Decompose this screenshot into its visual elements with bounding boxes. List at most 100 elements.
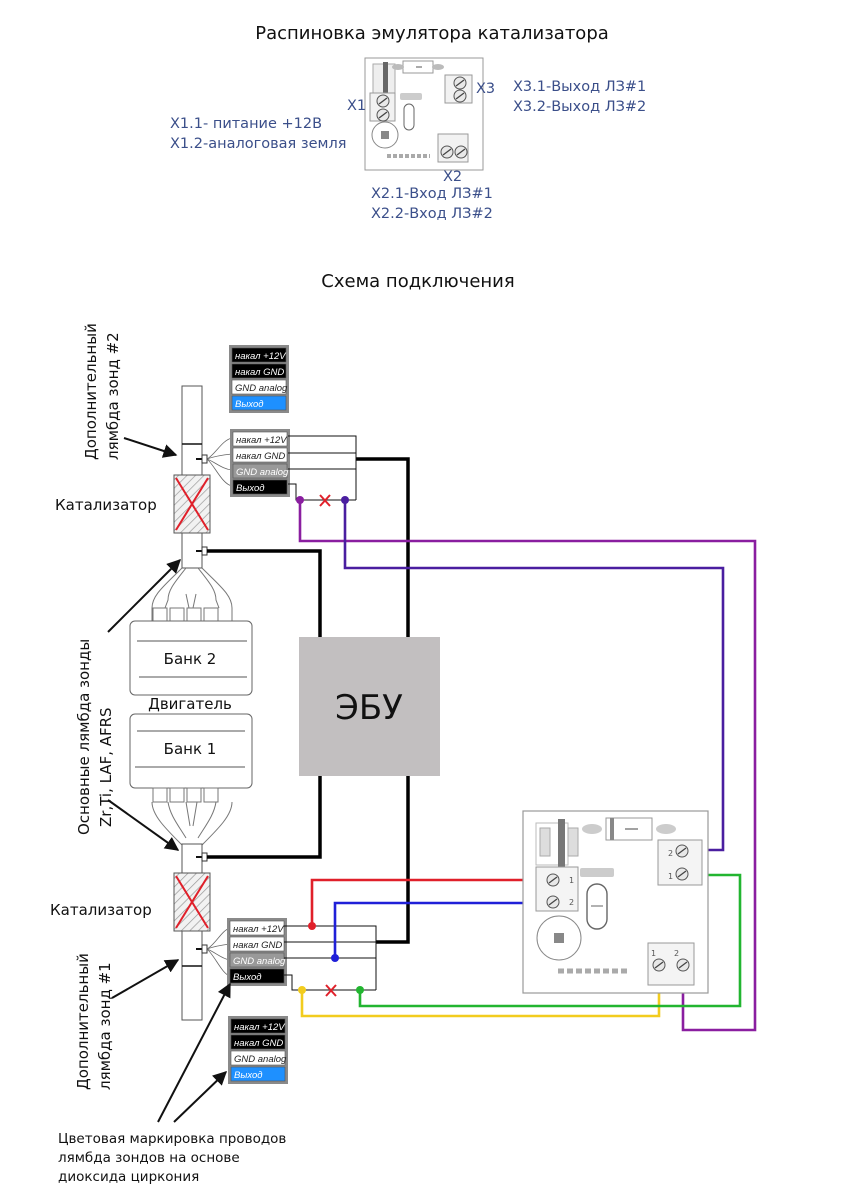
connector-bottom-pin-label: GND analog bbox=[233, 956, 286, 967]
wire-analog-ground bbox=[333, 901, 548, 958]
cut-mark-probe1 bbox=[325, 984, 337, 997]
x2-desc-2: X2.2-Вход ЛЗ#2 bbox=[371, 206, 493, 222]
probe1-harness bbox=[206, 927, 231, 977]
x1-label: X1 bbox=[347, 98, 366, 114]
wire-probe2-output bbox=[343, 500, 725, 852]
probe2-bus bbox=[288, 435, 357, 501]
svg-text:диоксида циркония: диоксида циркония bbox=[58, 1169, 199, 1185]
svg-text:Дополнительный: Дополнительный bbox=[74, 953, 92, 1090]
exhaust-pipe-bank1 bbox=[181, 843, 203, 1021]
legend-bottom-item-swatch bbox=[230, 1034, 286, 1050]
pinout-pcb bbox=[364, 57, 484, 171]
junction-probe1-in bbox=[298, 986, 306, 994]
catalyst-bottom-label: Катализатор bbox=[50, 901, 152, 919]
connector-top-pin-swatch bbox=[232, 447, 288, 463]
color-note: Цветовая маркировка проводов лямбда зонд… bbox=[58, 1131, 286, 1185]
x3-desc-2: X3.2-Выход ЛЗ#2 bbox=[513, 99, 646, 115]
engine-bank-1 bbox=[129, 713, 253, 789]
ecu-label: ЭБУ bbox=[335, 688, 403, 728]
bank2-label: Банк 2 bbox=[164, 650, 217, 668]
connector-bottom-pin-swatch bbox=[229, 952, 285, 968]
manifold-bank2 bbox=[151, 567, 233, 623]
ecu-block bbox=[299, 637, 440, 776]
legend-bottom-item-swatch bbox=[230, 1066, 286, 1082]
connector-top-pin-label: GND analog bbox=[236, 467, 289, 478]
arrow-extra-probe-1 bbox=[111, 959, 180, 999]
legend-bottom-item-label: Выход bbox=[234, 1070, 263, 1081]
x1-pin-2: 2 bbox=[569, 898, 574, 907]
legend-bottom-item-label: GND analog bbox=[234, 1054, 287, 1065]
exhaust-pipe-bank2 bbox=[181, 385, 203, 569]
connector-bottom-pin-swatch bbox=[229, 936, 285, 952]
legend-top-item-label: Выход bbox=[235, 399, 264, 410]
arrow-note-legend bbox=[173, 1071, 228, 1123]
x2-pin-1: 1 bbox=[651, 949, 656, 958]
manifold-bank1 bbox=[151, 787, 233, 846]
probe2-harness bbox=[206, 437, 233, 487]
connector-top-pin-swatch bbox=[232, 479, 288, 495]
legend-bottom-item-label: накал +12V bbox=[234, 1022, 286, 1033]
svg-text:Цветовая маркировка проводов: Цветовая маркировка проводов bbox=[58, 1131, 286, 1147]
connector-bottom-pin-label: накал +12V bbox=[233, 924, 285, 935]
connector-bottom-pin-swatch bbox=[229, 920, 285, 936]
x2-label: X2 bbox=[443, 169, 462, 185]
wire-probe1-input bbox=[300, 978, 661, 1018]
main-probes-label: Основные лямбда зонды Zr,Ti, LAF, AFRS bbox=[75, 639, 115, 835]
extra-probe-1-label: Дополнительный лямбда зонд #1 bbox=[74, 953, 114, 1090]
x2-pin-2: 2 bbox=[674, 949, 679, 958]
cut-mark-probe2 bbox=[319, 494, 331, 507]
bank1-label: Банк 1 bbox=[164, 740, 217, 758]
ecu-wires bbox=[207, 457, 410, 944]
x1-pin-1: 1 bbox=[569, 876, 574, 885]
junction-probe2-out bbox=[341, 496, 349, 504]
legend-top-item-swatch bbox=[231, 379, 287, 395]
connector-bottom-pin-label: накал GND bbox=[233, 940, 282, 951]
pinout-title: Распиновка эмулятора катализатора bbox=[255, 23, 609, 44]
legend-bottom-item-label: накал GND bbox=[234, 1038, 283, 1049]
extra-probe-2-label: Дополнительный лямбда зонд #2 bbox=[82, 323, 122, 460]
annotation-arrows bbox=[107, 437, 231, 1123]
connector-top-pin-label: Выход bbox=[236, 483, 265, 494]
engine-label: Двигатель bbox=[148, 695, 232, 713]
connector-bottom-pin-swatch bbox=[229, 968, 285, 984]
catalyst-bank2 bbox=[173, 474, 211, 534]
connector-top-pin-swatch bbox=[232, 463, 288, 479]
scheme-title: Схема подключения bbox=[321, 271, 514, 292]
junction-analog-ground bbox=[331, 954, 339, 962]
catalyst-bank1 bbox=[173, 872, 211, 932]
legend-top-item-label: GND analog bbox=[235, 383, 288, 394]
legend-top-item-swatch bbox=[231, 363, 287, 379]
wire-power-12v bbox=[310, 878, 548, 926]
x3-pin-1: 1 bbox=[668, 872, 673, 881]
connector-top-pin-swatch bbox=[232, 431, 288, 447]
engine-bank-2 bbox=[129, 620, 253, 696]
wire-probe1-output bbox=[358, 873, 742, 1008]
arrow-extra-probe-2 bbox=[123, 437, 178, 458]
legend-top-item-swatch bbox=[231, 395, 287, 411]
svg-text:Основные лямбда зонды: Основные лямбда зонды bbox=[75, 639, 93, 835]
catalyst-top-label: Катализатор bbox=[55, 496, 157, 514]
x1-desc-1: X1.1- питание +12В bbox=[170, 116, 322, 132]
emulator-board: 1 2 2 1 1 2 bbox=[522, 810, 709, 994]
junction-probe1-out bbox=[356, 986, 364, 994]
svg-text:Zr,Ti, LAF, AFRS: Zr,Ti, LAF, AFRS bbox=[97, 707, 115, 827]
connector-bottom-pin-label: Выход bbox=[233, 972, 262, 983]
wire-probe2-input bbox=[298, 500, 757, 1032]
junction-probe2-in bbox=[296, 496, 304, 504]
x2-desc-1: X2.1-Вход ЛЗ#1 bbox=[371, 186, 493, 202]
arrow-main-probe-bank2 bbox=[107, 559, 181, 633]
legend-top-item-label: накал +12V bbox=[235, 351, 287, 362]
legend-top-item-swatch bbox=[231, 347, 287, 363]
probe1-bus bbox=[284, 925, 377, 991]
legend-top-item-label: накал GND bbox=[235, 367, 284, 378]
x3-pin-2: 2 bbox=[668, 849, 673, 858]
svg-text:лямбда зондов на основе: лямбда зондов на основе bbox=[58, 1150, 240, 1166]
arrow-main-probe-bank1 bbox=[107, 799, 180, 851]
svg-text:лямбда зонд #2: лямбда зонд #2 bbox=[104, 332, 122, 460]
svg-text:лямбда зонд #1: лямбда зонд #1 bbox=[96, 962, 114, 1090]
